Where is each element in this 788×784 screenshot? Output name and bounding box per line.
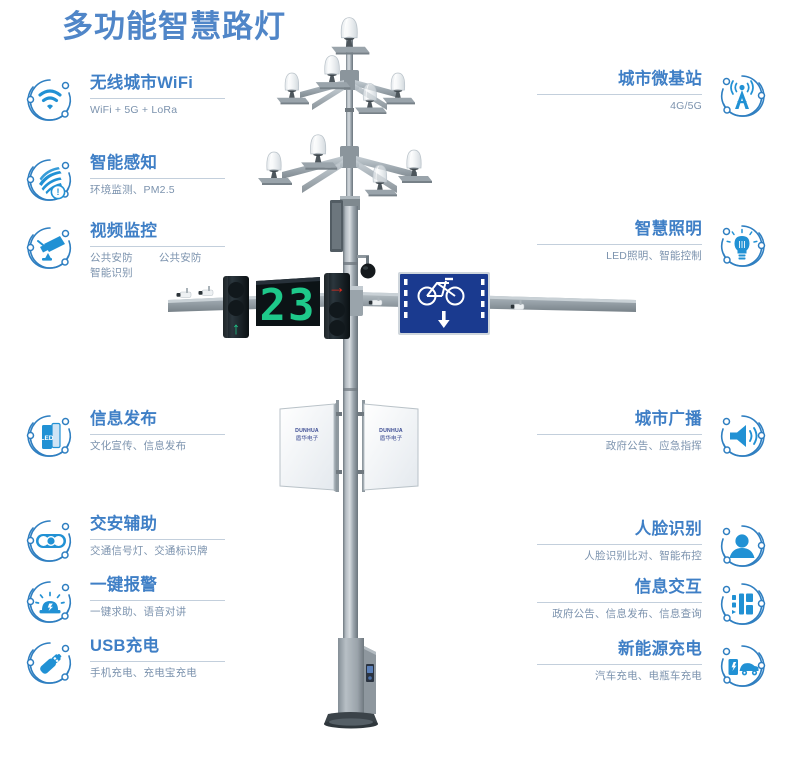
title-underline <box>537 94 702 95</box>
feature-smart-lighting[interactable]: 智慧照明 LED照明、智能控制 <box>537 218 768 272</box>
title-underline <box>90 661 225 662</box>
title-underline <box>90 178 225 179</box>
loudspeaker-icon <box>716 410 768 462</box>
dome-camera <box>357 255 376 279</box>
pole-sensor-box <box>330 200 343 252</box>
feature-info-publishing[interactable]: LED 信息发布 文化宣传、信息发布 <box>24 408 225 462</box>
base-cabinet <box>324 634 378 729</box>
subtitle-col2: 公共安防 <box>158 252 202 264</box>
svg-text:→: → <box>328 277 346 297</box>
svg-text:↑: ↑ <box>232 319 241 338</box>
title-underline <box>537 434 702 435</box>
traffic-light-icon <box>24 515 76 567</box>
feature-subtitle: 汽车充电、电瓶车充电 <box>595 670 702 682</box>
title-underline <box>537 544 702 545</box>
feature-subtitle: 政府公告、应急指挥 <box>605 440 702 452</box>
right-turn-signal: → <box>324 273 350 339</box>
feature-subtitle: 政府公告、信息发布、信息查询 <box>552 608 702 620</box>
feature-subtitle: 文化宣传、信息发布 <box>90 440 187 452</box>
feature-subtitle: 手机充电、充电宝充电 <box>90 667 197 679</box>
pedestrian-straight-signal: ↑ <box>223 276 249 338</box>
cctv-camera-icon <box>24 222 76 274</box>
bicycle-lane-sign <box>398 272 490 335</box>
title-underline <box>90 600 225 601</box>
feature-video-surveillance[interactable]: 视频监控 公共安防 公共安防 智能识别 <box>24 220 225 281</box>
feature-smart-sensing[interactable]: ! 智能感知 环境监测、PM2.5 <box>24 152 225 206</box>
feature-title: 城市广播 <box>634 410 702 428</box>
page-title: 多功能智慧路灯 <box>62 9 286 44</box>
feature-title: 城市微基站 <box>618 70 702 88</box>
title-underline <box>537 244 702 245</box>
svg-text:LED: LED <box>41 435 54 442</box>
feature-title: 智慧照明 <box>634 220 702 238</box>
feature-title: 信息发布 <box>90 410 158 428</box>
arm-camera-group-left <box>176 286 214 298</box>
feature-subtitle: 一键求助、语音对讲 <box>90 606 187 618</box>
feature-subtitle: WiFi + 5G + LoRa <box>90 104 178 116</box>
cell-tower-icon <box>716 70 768 122</box>
smart-lighting-icon <box>716 220 768 272</box>
feature-usb-charging[interactable]: USB充电 手机充电、充电宝充电 <box>24 635 225 689</box>
info-kiosk-icon <box>716 578 768 630</box>
feature-subtitle: 人脸识别比对、智能布控 <box>584 550 702 562</box>
feature-info-interaction[interactable]: 信息交互 政府公告、信息发布、信息查询 <box>537 576 768 630</box>
feature-city-broadcast[interactable]: 城市广播 政府公告、应急指挥 <box>537 408 768 462</box>
feature-title: 信息交互 <box>634 578 702 596</box>
title-underline <box>90 539 225 540</box>
wifi-icon <box>24 74 76 126</box>
feature-ev-charging[interactable]: 新能源充电 汽车充电、电瓶车充电 <box>537 638 768 692</box>
feature-title: 智能感知 <box>90 154 158 172</box>
countdown-value: 23 <box>260 280 317 331</box>
feature-title: 一键报警 <box>90 576 158 594</box>
feature-title: 交安辅助 <box>90 515 158 533</box>
feature-subtitle: LED照明、智能控制 <box>606 250 702 262</box>
feature-micro-base-station[interactable]: 城市微基站 4G/5G <box>537 68 768 122</box>
feature-wireless-wifi[interactable]: 无线城市WiFi WiFi + 5G + LoRa <box>24 72 225 126</box>
feature-traffic-assist[interactable]: 交安辅助 交通信号灯、交通标识牌 <box>24 513 225 567</box>
usb-charge-icon <box>24 637 76 689</box>
title-underline <box>90 434 225 435</box>
led-display-icon: LED <box>24 410 76 462</box>
face-recognition-icon <box>716 520 768 572</box>
feature-title: 新能源充电 <box>618 640 702 658</box>
title-underline <box>90 246 225 247</box>
feature-title: 视频监控 <box>90 222 158 240</box>
svg-text:!: ! <box>57 187 60 197</box>
feature-subtitle: 4G/5G <box>670 100 702 112</box>
title-underline <box>537 602 702 603</box>
subtitle-col1: 公共安防 <box>90 252 133 264</box>
title-underline <box>537 664 702 665</box>
feature-title: 无线城市WiFi <box>90 74 194 92</box>
title-underline <box>90 98 225 99</box>
feature-subtitle: 公共安防 公共安防 <box>90 251 225 266</box>
signboard-pair <box>279 400 419 492</box>
feature-one-key-alarm[interactable]: 一键报警 一键求助、语音对讲 <box>24 574 225 628</box>
alarm-siren-icon <box>24 576 76 628</box>
feature-title: USB充电 <box>90 637 160 655</box>
arm-camera-group-right <box>368 296 525 310</box>
feature-title: 人脸识别 <box>634 520 702 538</box>
ev-charging-icon <box>716 640 768 692</box>
environment-sensor-icon: ! <box>24 154 76 206</box>
countdown-timer: 23 <box>256 277 320 331</box>
feature-face-recognition[interactable]: 人脸识别 人脸识别比对、智能布控 <box>537 518 768 572</box>
feature-subtitle: 交通信号灯、交通标识牌 <box>90 545 208 557</box>
feature-subtitle: 环境监测、PM2.5 <box>90 184 175 196</box>
feature-subtitle-extra: 智能识别 <box>90 267 133 279</box>
